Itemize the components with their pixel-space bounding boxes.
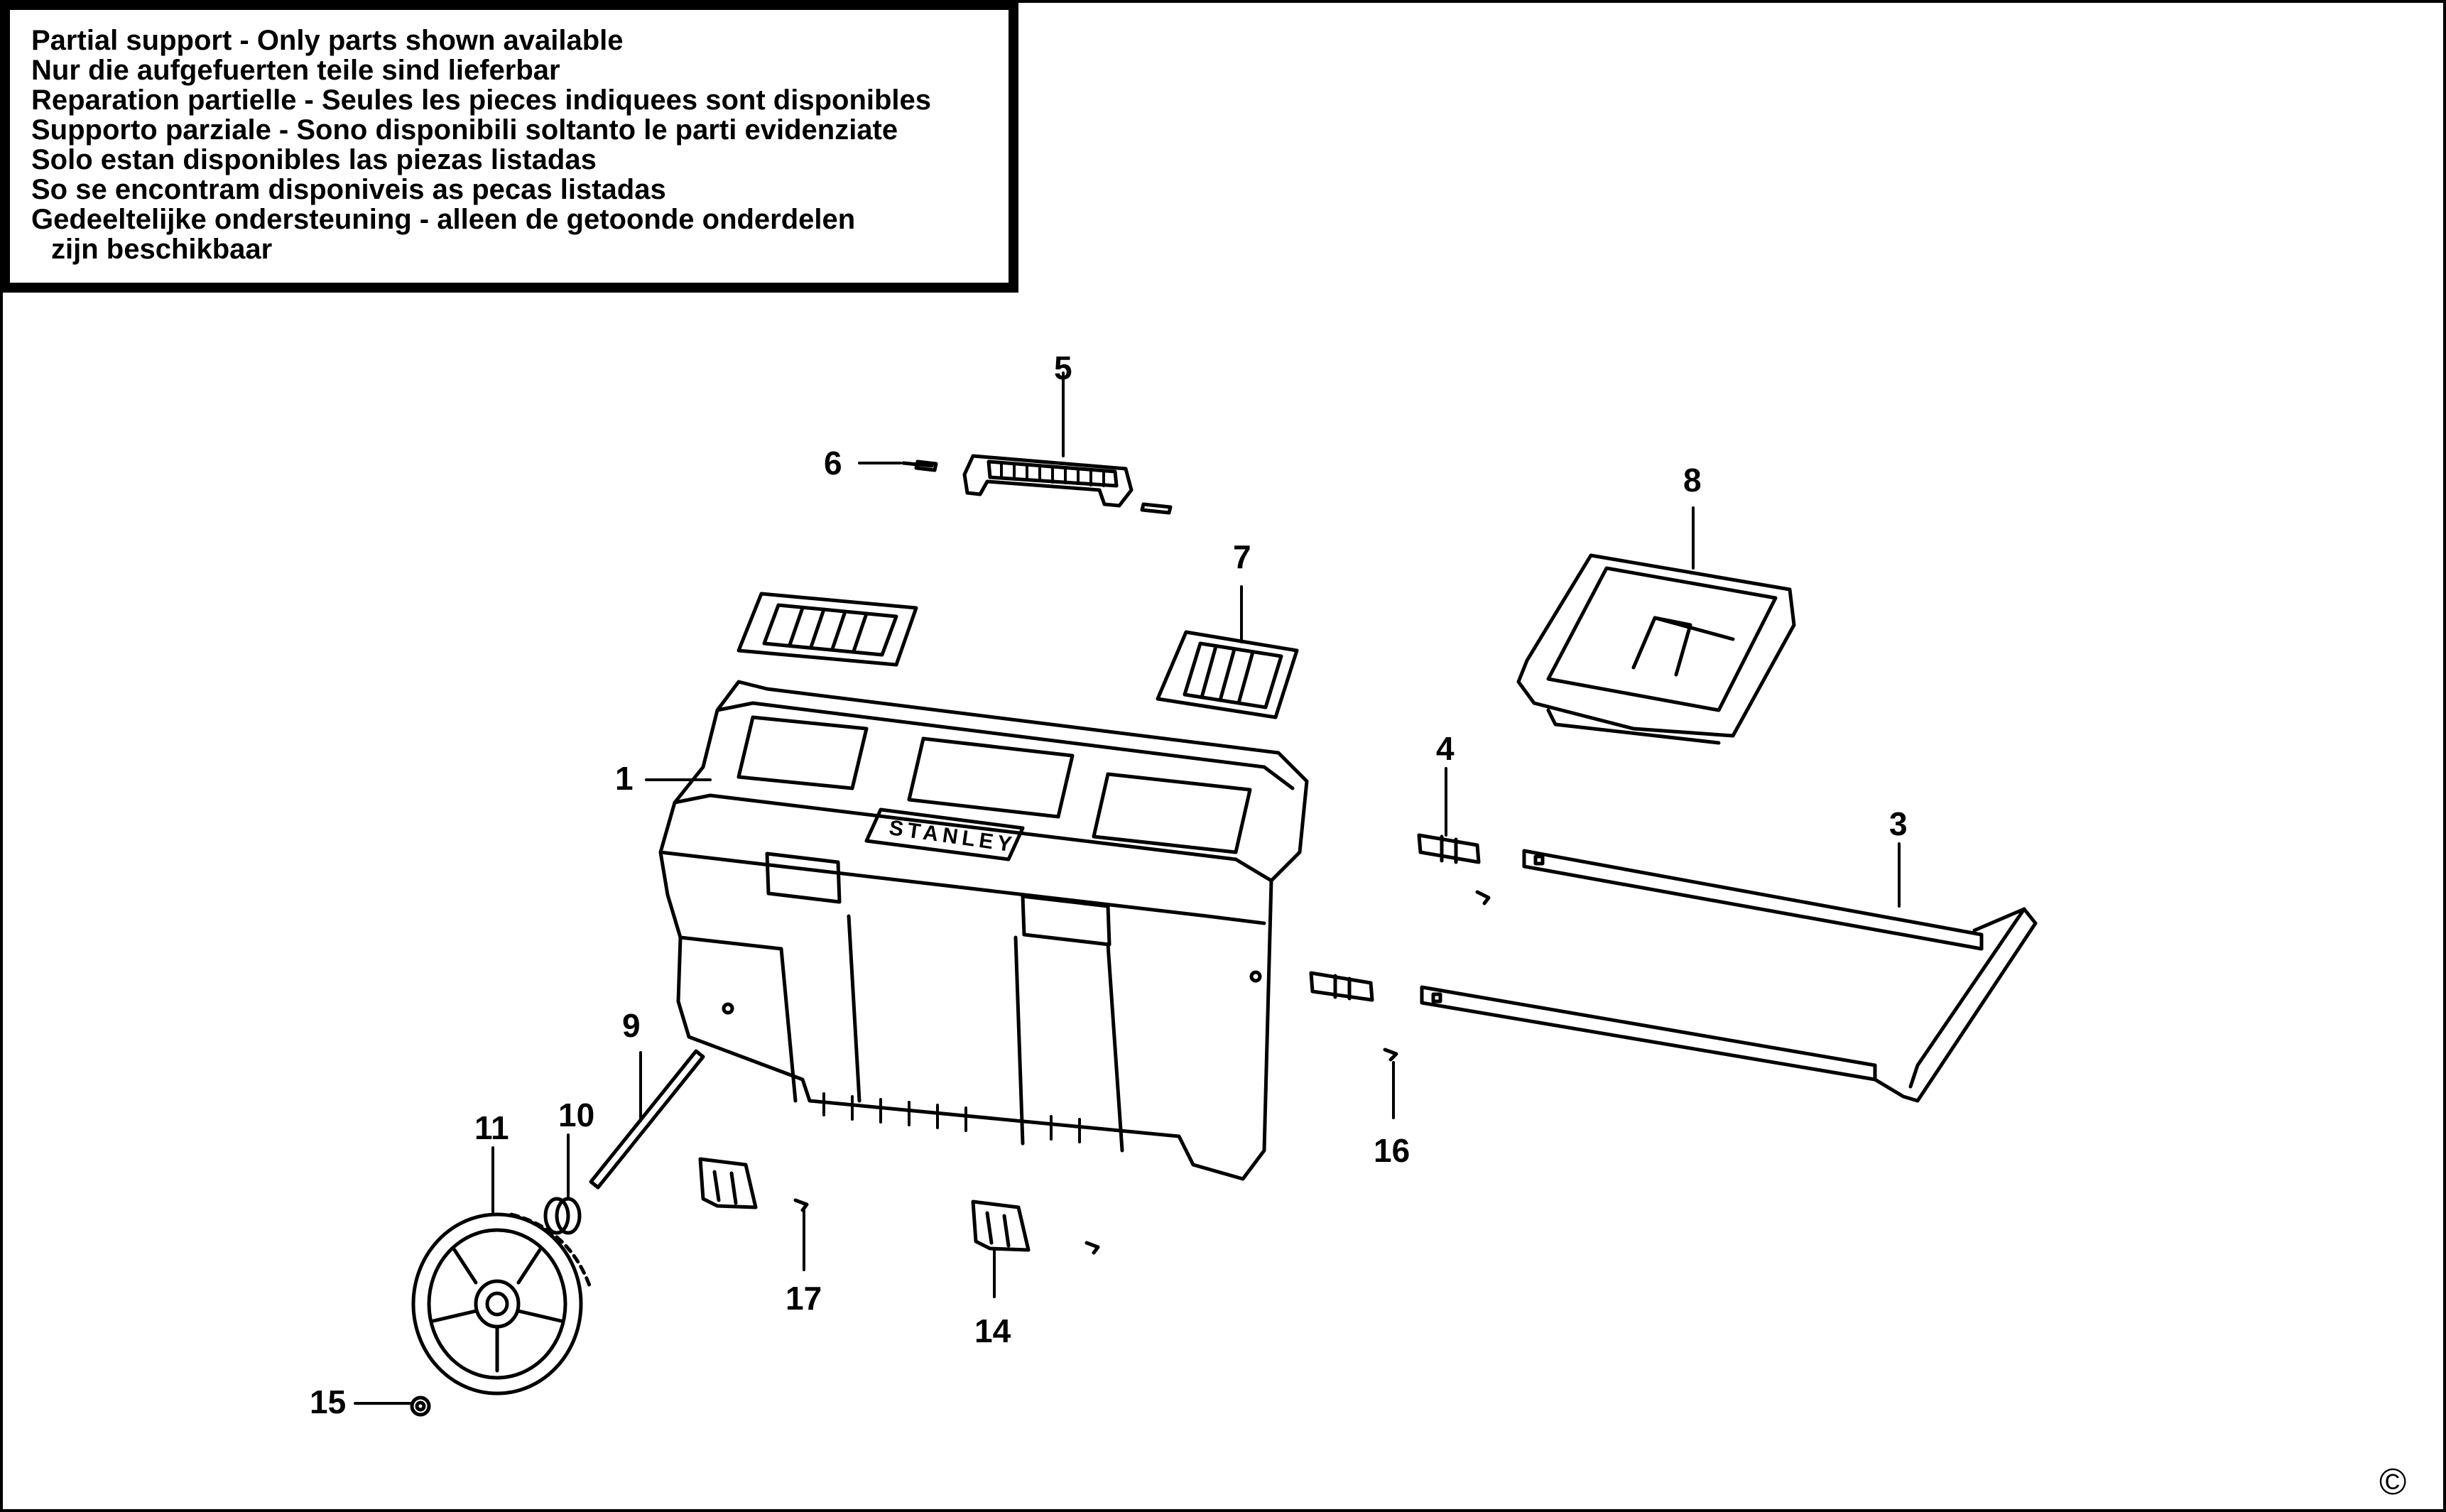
hub-cap-part <box>410 1396 431 1417</box>
callout-9: 10 <box>558 1097 594 1133</box>
callout-4: 4 <box>1436 730 1455 767</box>
wheel-bushing-part <box>543 1197 582 1235</box>
availability-notice: Partial support - Only parts shown avail… <box>0 0 1018 293</box>
callout-7: 7 <box>1233 538 1251 575</box>
callout-17: 17 <box>786 1280 822 1317</box>
tote-tray-part <box>1516 553 1796 745</box>
callout-3: 3 <box>1889 805 1908 842</box>
notice-line-en: Partial support - Only parts shown avail… <box>31 25 624 56</box>
screw-part <box>793 890 1491 1255</box>
callout-5: 5 <box>1054 349 1072 386</box>
axle-part <box>589 1049 705 1190</box>
wheel-part <box>411 1212 592 1396</box>
notice-line-it: Supporto parziale - Sono disponibili sol… <box>31 114 898 146</box>
carry-handle-part <box>962 454 1134 508</box>
notice-line-de: Nur die aufgefuerten teile sind lieferba… <box>31 55 560 86</box>
copyright-mark: © <box>2379 1462 2406 1503</box>
notice-line-nl: Gedeeltelijke ondersteuning - alleen de … <box>31 204 856 235</box>
notice-line-pt: So se encontram disponiveis as pecas lis… <box>31 174 666 205</box>
callout-8: 8 <box>1683 462 1702 499</box>
callout-10: 11 <box>474 1109 509 1146</box>
callout-11: 9 <box>622 1007 641 1044</box>
notice-line-es: Solo estan disponibles las piezas listad… <box>31 144 597 175</box>
telescopic-handle-part <box>1420 849 2038 1103</box>
toolbox-body-part <box>658 680 1309 1181</box>
callout-6: 6 <box>824 445 842 482</box>
notice-line-fr: Reparation partielle - Seules les pieces… <box>31 85 932 116</box>
callout-1: 1 <box>615 760 634 797</box>
callout-15: 15 <box>310 1383 346 1420</box>
handle-bracket-part <box>1309 833 1481 1002</box>
handle-pin-part <box>901 459 1173 515</box>
leader-lines <box>354 371 1901 1405</box>
organizer-lid-part <box>736 592 1299 719</box>
callout-14: 14 <box>974 1312 1011 1349</box>
callout-16: 16 <box>1374 1132 1410 1169</box>
notice-line-nl-cont: zijn beschikbaar <box>51 234 273 265</box>
foot-part <box>698 1157 1031 1252</box>
